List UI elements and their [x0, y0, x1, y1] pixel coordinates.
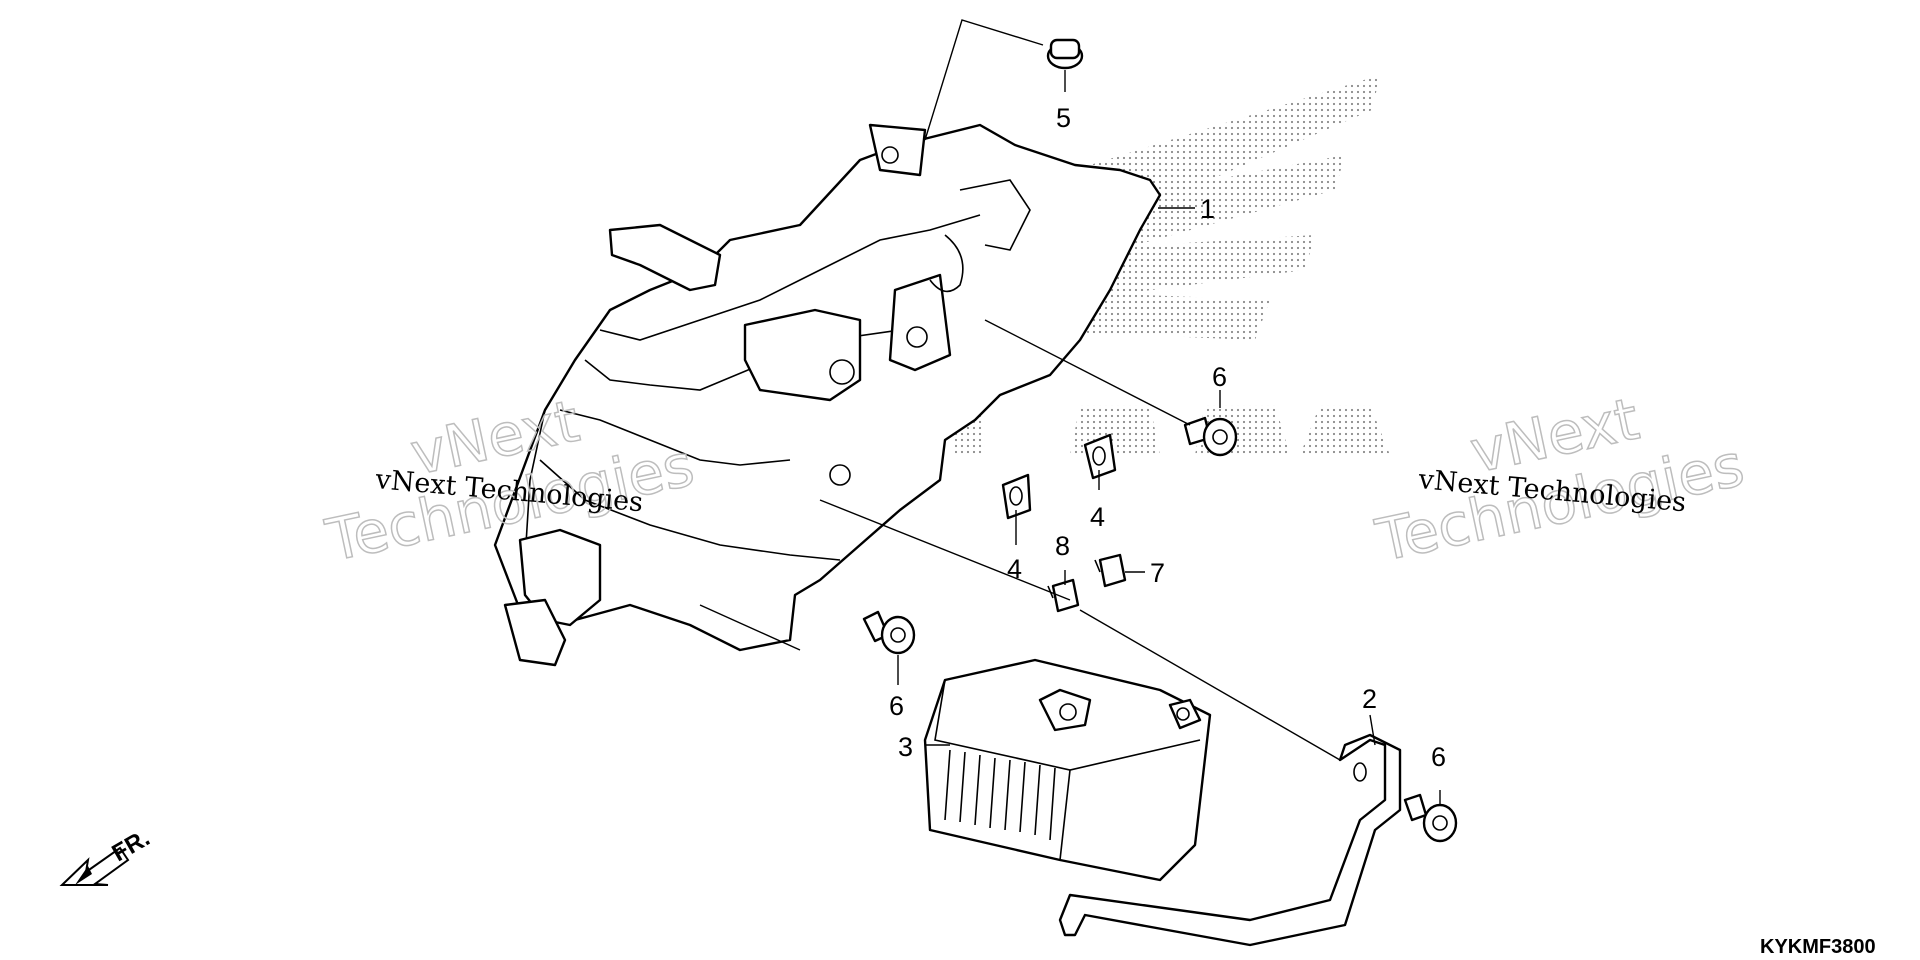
label-part-4-lower: 4 — [1007, 554, 1022, 584]
label-part-4-upper: 4 — [1090, 502, 1105, 532]
leader-lines — [699, 19, 1441, 805]
watermark-right: vNext Technologies — [1369, 384, 1750, 576]
flange-bolt-right — [1403, 793, 1458, 843]
inner-cover-housing — [493, 123, 1162, 667]
front-arrow: FR. — [59, 824, 154, 886]
label-part-6-right: 6 — [1431, 742, 1446, 772]
fuse-8 — [1047, 578, 1080, 613]
label-part-7: 7 — [1150, 558, 1165, 588]
label-part-6-upper: 6 — [1212, 362, 1227, 392]
cushion-rubber-a — [1083, 433, 1117, 480]
flange-bolt-upper — [1183, 416, 1238, 457]
fuse-7 — [1094, 553, 1127, 588]
label-part-3: 3 — [898, 732, 913, 762]
label-part-6-left: 6 — [889, 691, 904, 721]
label-part-5: 5 — [1056, 103, 1071, 133]
flange-bolt-left — [862, 610, 916, 655]
battery-band — [1058, 733, 1402, 947]
label-part-8: 8 — [1055, 531, 1070, 561]
diagram-code: KYKMF3800 — [1760, 936, 1876, 958]
cushion-rubber-b — [1001, 473, 1032, 520]
label-part-2: 2 — [1362, 684, 1377, 714]
label-part-1: 1 — [1200, 194, 1215, 224]
battery — [923, 658, 1212, 882]
grommet-clip — [1046, 38, 1084, 92]
